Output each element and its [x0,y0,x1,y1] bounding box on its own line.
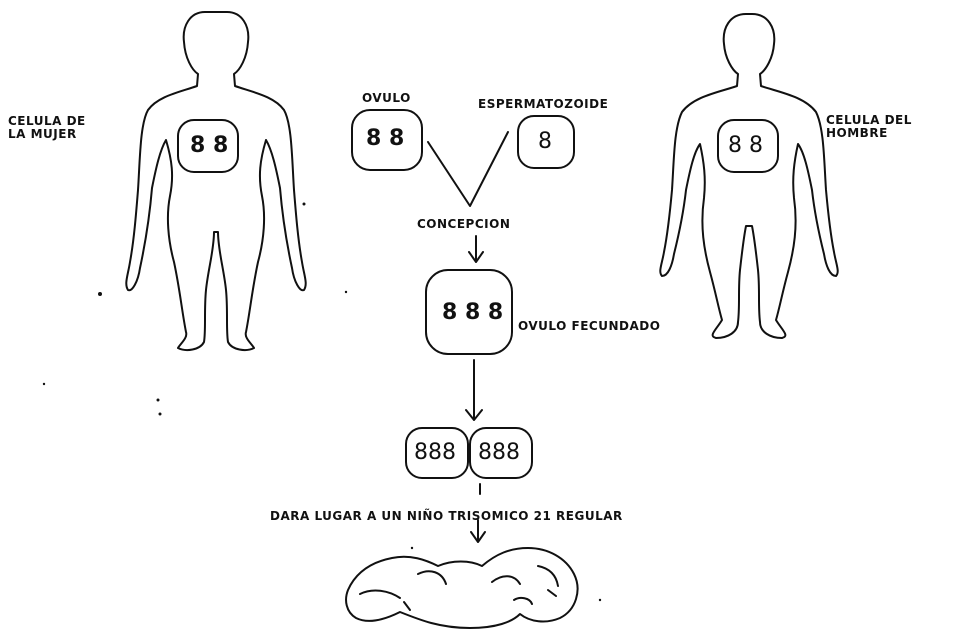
arrow-conception [469,236,483,262]
fertilized-chromosomes: 8 8 8 [442,302,503,324]
scan-specks [43,203,601,602]
sperm-label: ESPERMATOZOIDE [478,98,608,111]
outcome-label: DARA LUGAR A UN NIÑO TRISOMICO 21 REGULA… [270,510,623,523]
man-cell-label: CELULA DEL HOMBRE [826,114,912,140]
ovum-chromosomes: 8 8 [366,128,404,150]
baby-figure [346,548,577,628]
conception-label: CONCEPCION [417,218,510,231]
man-chromosomes: 8 8 [728,135,763,157]
daughter-cell-left-chromosomes: 888 [414,442,456,464]
arrow-division [466,360,482,420]
ovum-label: OVULO [362,92,411,105]
arrow-baby [471,520,485,542]
sperm-chromosomes: 8 [538,131,552,153]
woman-cell-label: CELULA DE LA MUJER [8,115,86,141]
daughter-cell-right-chromosomes: 888 [478,442,520,464]
woman-silhouette [126,12,305,350]
woman-chromosomes: 8 8 [190,135,228,157]
baby-details [404,598,532,610]
man-silhouette [660,14,837,338]
conception-join-lines [428,132,508,206]
fertilized-ovum-label: OVULO FECUNDADO [518,320,660,333]
